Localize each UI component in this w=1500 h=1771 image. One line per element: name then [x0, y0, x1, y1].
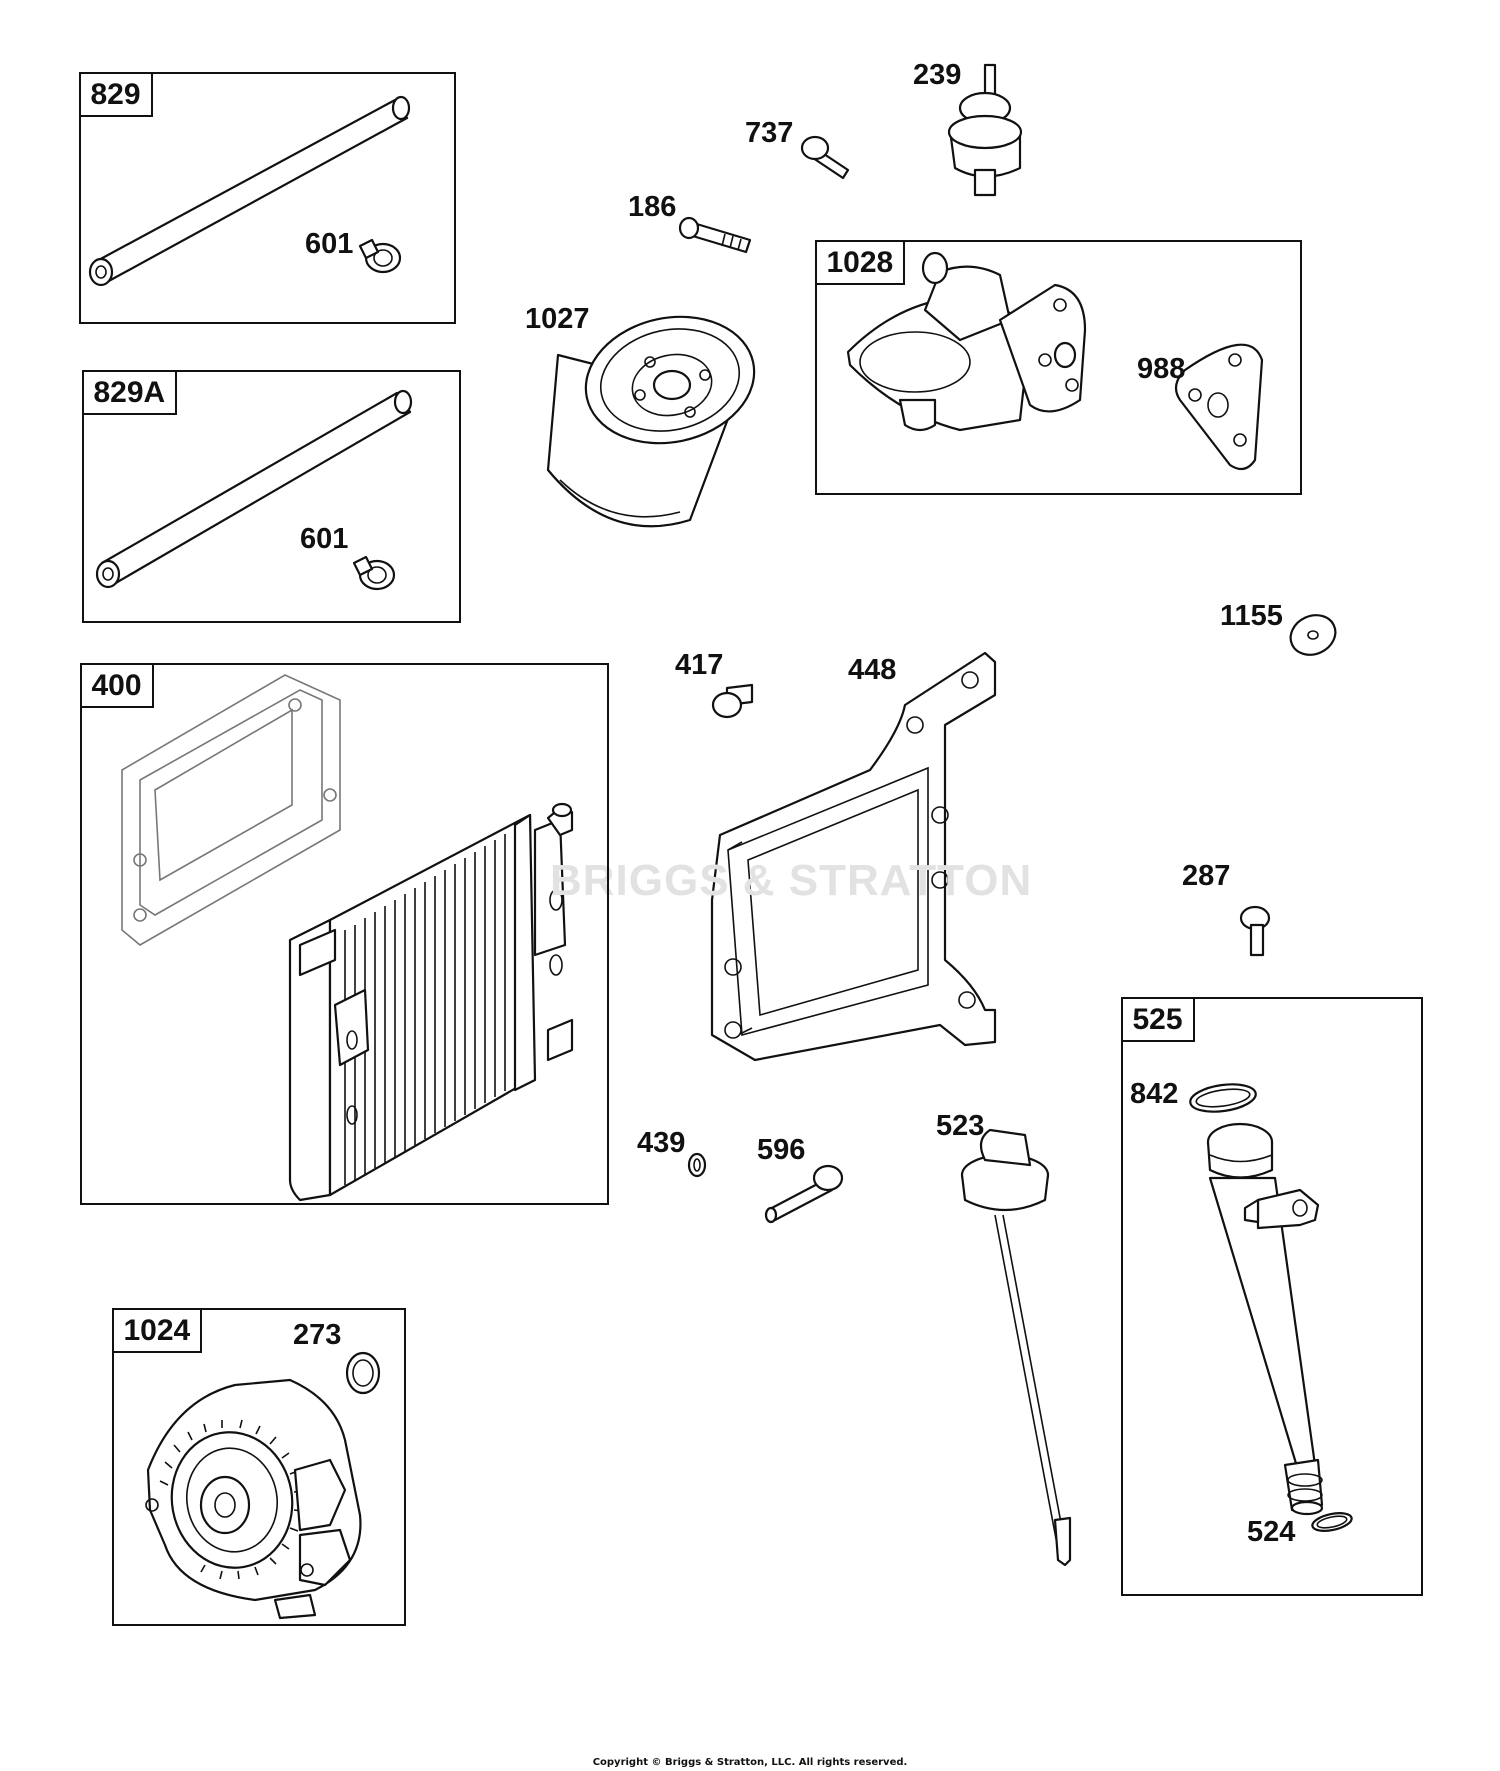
callout-523[interactable]: 523: [936, 1110, 985, 1142]
dipstick-tube-525[interactable]: [1206, 1122, 1324, 1516]
clamp-601-b[interactable]: [352, 555, 396, 591]
clamp-601-a[interactable]: [358, 238, 402, 274]
ghost-bracket-400: [121, 674, 341, 946]
o-ring-439[interactable]: [687, 1152, 707, 1178]
bolt-596[interactable]: [764, 1164, 844, 1224]
callout-448[interactable]: 448: [848, 654, 897, 686]
oil-pump-1024[interactable]: [145, 1378, 362, 1620]
kit-label-1024: 1024: [111, 1307, 203, 1353]
dipstick-523[interactable]: [960, 1128, 1072, 1567]
callout-988[interactable]: 988: [1137, 353, 1186, 385]
callout-273[interactable]: 273: [293, 1319, 342, 1351]
kit-box-525[interactable]: 525: [1120, 996, 1423, 1596]
kit-box-829a[interactable]: 829A: [81, 369, 461, 623]
kit-box-1024[interactable]: 1024: [111, 1307, 406, 1626]
o-ring-273[interactable]: [345, 1351, 381, 1395]
bolt-737[interactable]: [800, 135, 850, 180]
kit-label-400: 400: [79, 662, 154, 708]
callout-417[interactable]: 417: [675, 649, 724, 681]
oil-cooler-400[interactable]: [288, 802, 574, 1202]
kit-box-1028[interactable]: 1028: [814, 239, 1302, 495]
kit-box-829[interactable]: 829: [78, 71, 456, 324]
screw-287[interactable]: [1239, 905, 1271, 957]
callout-601-a[interactable]: 601: [305, 228, 354, 260]
kit-label-829a: 829A: [81, 369, 178, 415]
kit-label-829: 829: [78, 71, 153, 117]
callout-239[interactable]: 239: [913, 59, 962, 91]
bracket-448[interactable]: [710, 651, 997, 1062]
o-ring-842[interactable]: [1189, 1081, 1258, 1116]
callout-287[interactable]: 287: [1182, 860, 1231, 892]
callout-524[interactable]: 524: [1247, 1516, 1296, 1548]
gasket-988[interactable]: [1174, 343, 1264, 471]
fitting-186[interactable]: [678, 216, 752, 254]
hose-829[interactable]: [88, 95, 411, 287]
callout-1027[interactable]: 1027: [525, 303, 590, 335]
kit-label-525: 525: [1120, 996, 1195, 1042]
callout-737[interactable]: 737: [745, 117, 794, 149]
callout-596[interactable]: 596: [757, 1134, 806, 1166]
callout-842[interactable]: 842: [1130, 1078, 1179, 1110]
watermark: BRIGGS & STRATTON: [550, 856, 1033, 905]
washer-1155[interactable]: [1284, 608, 1342, 662]
screw-417[interactable]: [711, 683, 754, 719]
oil-filter-1027[interactable]: [546, 302, 766, 528]
callout-601-b[interactable]: 601: [300, 523, 349, 555]
oil-filter-adapter-1028[interactable]: [846, 251, 1087, 432]
copyright-notice: Copyright © Briggs & Stratton, LLC. All …: [592, 1757, 908, 1768]
kit-box-400[interactable]: 400: [79, 662, 609, 1205]
callout-439[interactable]: 439: [637, 1127, 686, 1159]
callout-186[interactable]: 186: [628, 191, 677, 223]
kit-label-1028: 1028: [814, 239, 906, 285]
hose-829a[interactable]: [95, 389, 413, 589]
o-ring-524[interactable]: [1311, 1510, 1353, 1534]
oil-pressure-switch-239[interactable]: [947, 63, 1023, 197]
callout-1155[interactable]: 1155: [1220, 600, 1283, 632]
